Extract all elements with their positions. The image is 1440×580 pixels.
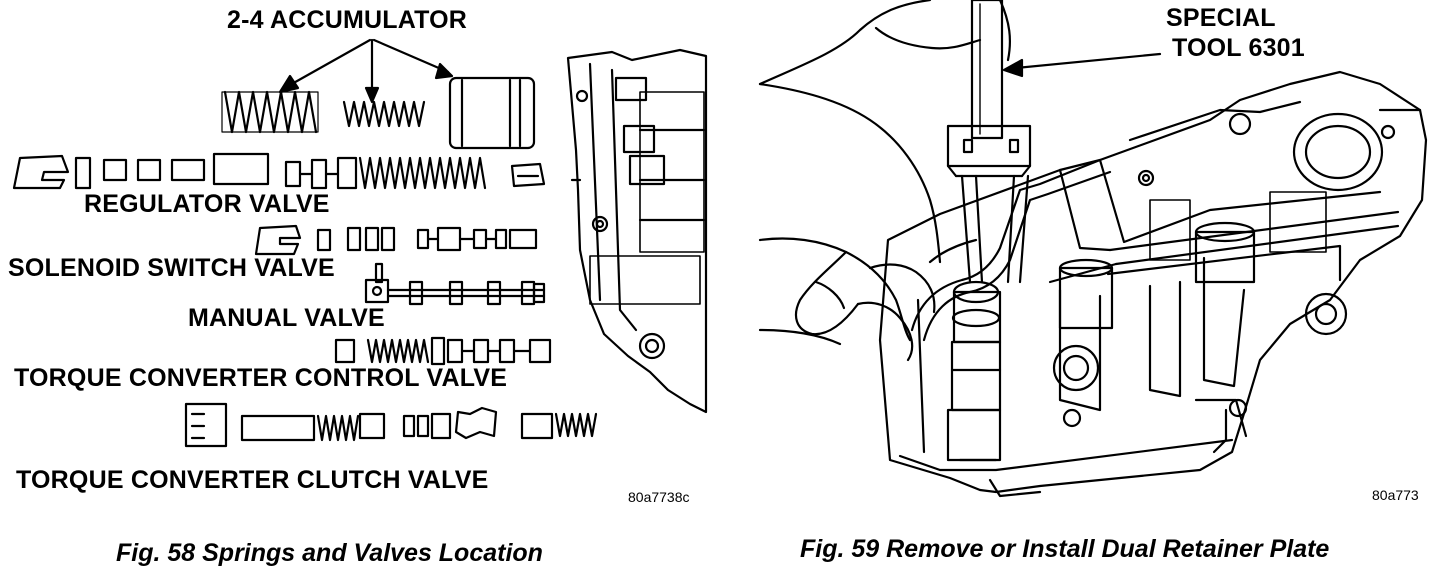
accumulator-large-spring [221,90,319,134]
figure-code-59: 80a773 [1372,487,1419,503]
retainer-plate-and-spools [910,158,1256,462]
tool-arrow [1002,52,1162,78]
retainer-plate-illustration [758,0,1428,498]
accumulator-arrows [278,38,454,104]
label-torque-converter-control-valve: TORQUE CONVERTER CONTROL VALVE [14,364,508,392]
label-tool-6301: TOOL 6301 [1172,34,1305,62]
figure-code-58: 80a7738c [628,489,690,505]
valve-body-casting [566,48,708,414]
label-solenoid-switch-valve: SOLENOID SWITCH VALVE [8,254,335,282]
valve-body [878,70,1428,498]
special-tool [946,0,1032,284]
label-manual-valve: MANUAL VALVE [188,304,385,332]
label-special: SPECIAL [1166,4,1276,32]
caption-fig-58: Fig. 58 Springs and Valves Location [116,539,543,567]
label-regulator-valve: REGULATOR VALVE [84,190,330,218]
springs-valves-illustration [12,38,708,448]
tcc-clutch-valve-parts [184,402,598,448]
tcc-control-valve-parts [334,336,552,366]
caption-fig-59: Fig. 59 Remove or Install Dual Retainer … [800,535,1330,563]
regulator-valve-parts [12,152,546,190]
manual-valve-parts [364,262,546,306]
accumulator-small-spring [342,100,426,128]
accumulator-piston [448,76,536,150]
solenoid-switch-valve-parts [254,224,538,256]
label-torque-converter-clutch-valve: TORQUE CONVERTER CLUTCH VALVE [16,466,489,494]
technician-hand [758,0,1011,362]
label-2-4-accumulator: 2-4 ACCUMULATOR [227,6,468,34]
